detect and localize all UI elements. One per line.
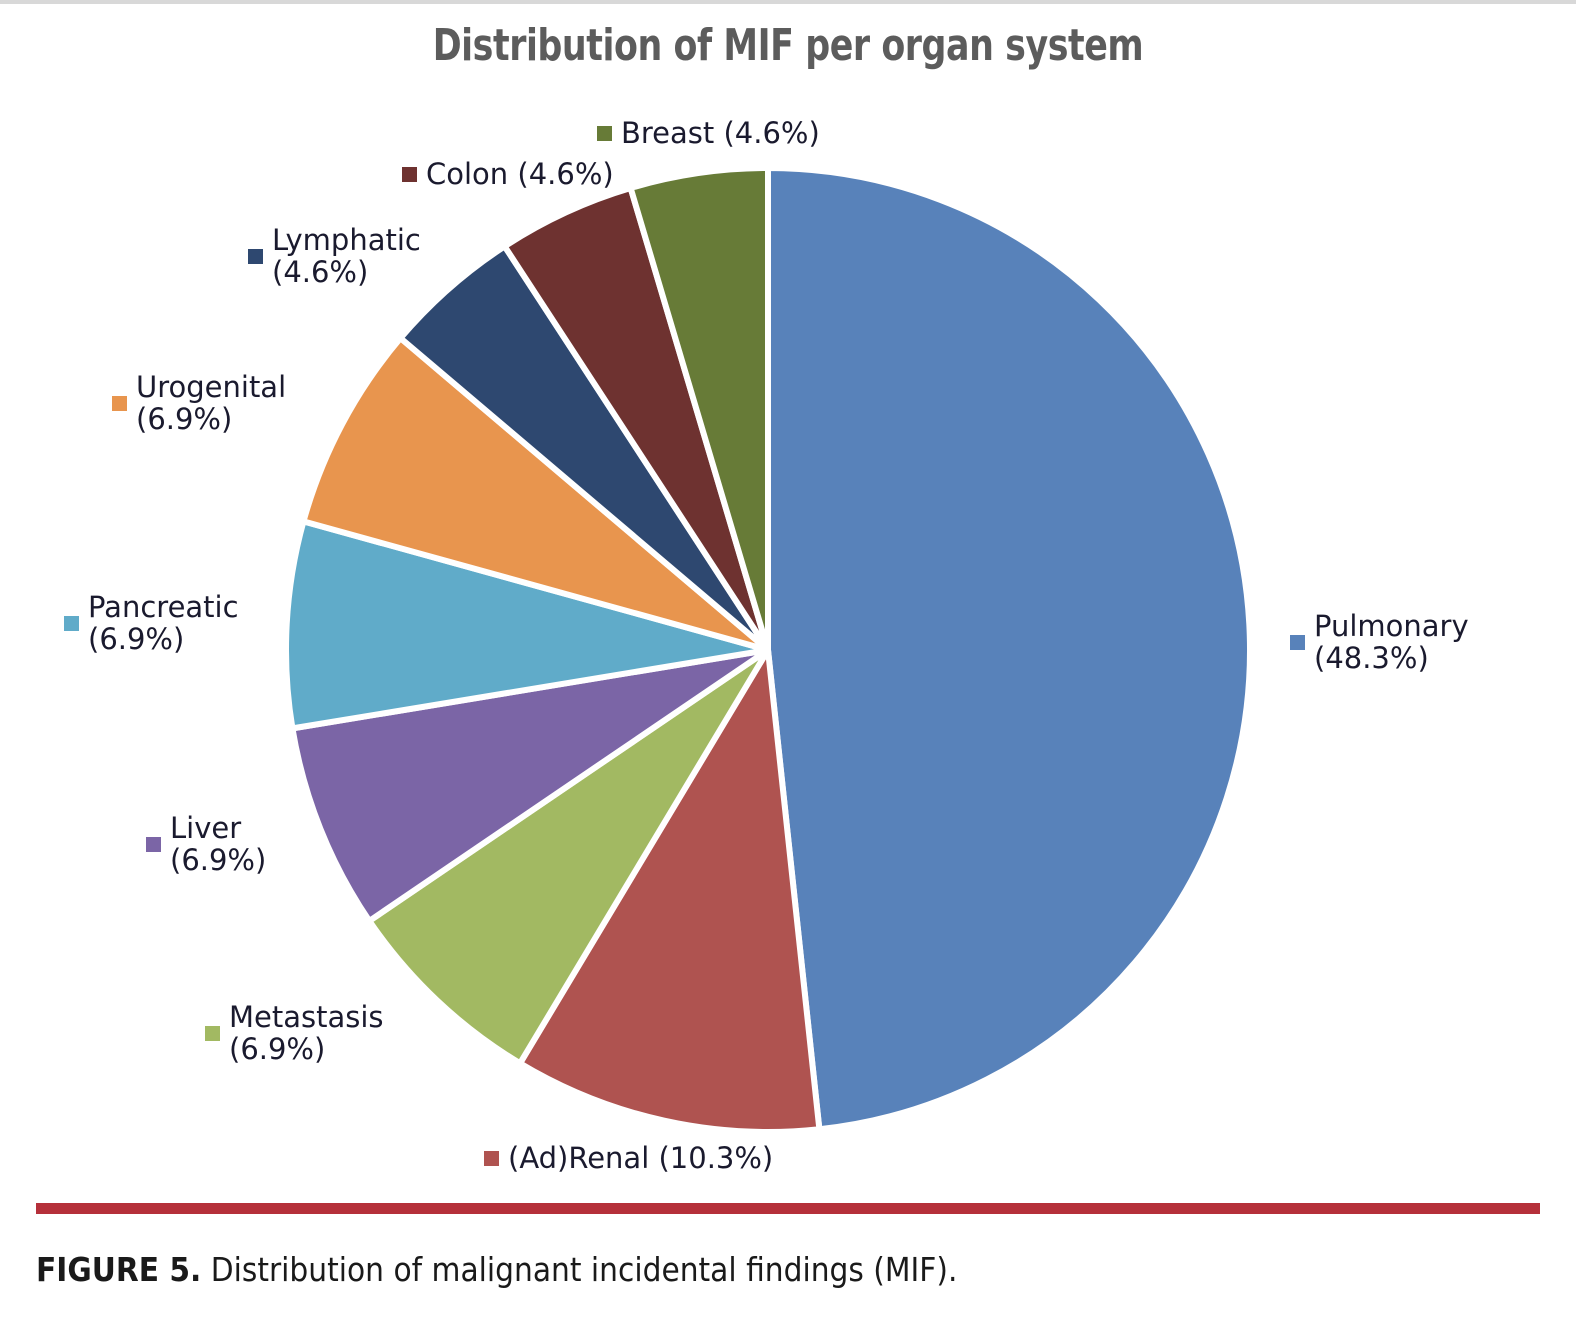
pie-slice-metastasis [366,647,771,1067]
pie-label-pulmonary: Pulmonary (48.3%) [1290,610,1576,675]
pie-label-adrenal: (Ad)Renal (10.3%) [484,1142,773,1174]
pie-label-colon: Colon (4.6%) [402,158,614,190]
pie-label-colon-text: Colon (4.6%) [426,157,614,191]
figure-divider [36,1203,1540,1214]
pie-label-pancreatic: Pancreatic (6.9%) [64,591,239,656]
pie-label-lymphatic-text: Lymphatic (4.6%) [272,223,421,290]
chart-title: Distribution of MIF per organ system [432,20,1144,71]
pie-label-breast: Breast (4.6%) [597,117,820,149]
pie-slice-ad-renal [517,647,823,1135]
figure-caption-text: Distribution of malignant incidental fin… [201,1250,958,1289]
pie-slice-group [283,165,1253,1135]
figure-caption: FIGURE 5. Distribution of malignant inci… [36,1250,1368,1289]
pie-chart: Breast (4.6%) Colon (4.6%) Lymphatic (4.… [64,117,1576,1174]
pie-label-lymphatic: Lymphatic (4.6%) [248,224,421,289]
legend-swatch-liver [146,836,161,852]
pie-label-liver: Liver (6.9%) [146,812,266,877]
pie-label-metastasis: Metastasis (6.9%) [205,1001,384,1066]
pie-label-adrenal-text: (Ad)Renal (10.3%) [508,1141,774,1175]
legend-swatch-breast [597,125,612,141]
pie-label-metastasis-text: Metastasis (6.9%) [229,1000,384,1067]
pie-label-pulmonary-text: Pulmonary (48.3%) [1314,609,1469,676]
pie-label-urogenital: Urogenital (6.9%) [112,371,286,436]
pie-label-liver-text: Liver (6.9%) [170,811,267,878]
legend-swatch-colon [402,166,417,182]
legend-swatch-urogenital [112,395,127,411]
pie-chart-svg [283,165,1253,1135]
pie-label-urogenital-text: Urogenital (6.9%) [136,370,287,437]
pie-label-pancreatic-text: Pancreatic (6.9%) [88,590,239,657]
legend-swatch-pulmonary [1290,634,1305,650]
pie-label-breast-text: Breast (4.6%) [621,116,820,150]
pie-slice-liver [289,647,771,924]
legend-swatch-pancreatic [64,615,79,631]
legend-swatch-metastasis [205,1025,220,1041]
legend-swatch-lymphatic [248,248,263,264]
pie-slice-pulmonary [765,165,1253,1133]
top-divider [0,0,1576,4]
pie-slice-breast [627,165,771,653]
pie-slice-pancreatic [283,518,771,732]
figure-caption-label: FIGURE 5. [36,1250,202,1289]
legend-swatch-adrenal [484,1150,499,1166]
pie-slice-urogenital [300,335,771,653]
